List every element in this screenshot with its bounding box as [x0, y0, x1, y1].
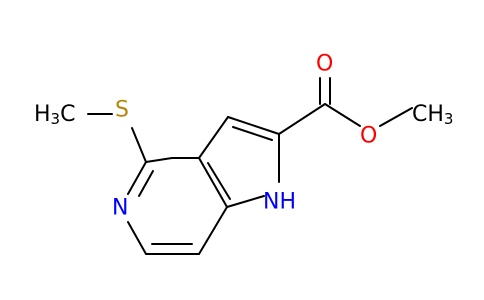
ester-oxygen-label: O [360, 124, 377, 149]
bond-c4-c3a-link [145, 157, 173, 163]
bond-c4-s [131, 127, 147, 163]
pyrrole-nh-label: NH [263, 190, 296, 215]
bonds [87, 77, 413, 255]
pyridine-nitrogen-label: N [112, 196, 128, 221]
bond-ccarbonyl-oester [324, 103, 361, 127]
bond-c6-n5 [127, 221, 147, 255]
bond-c3a-c7a [198, 157, 228, 208]
sulfur-atom-label: S [115, 98, 129, 123]
atom-labels: H3C S N NH O O CH3 [34, 52, 453, 221]
bond-c3a-c3 [198, 116, 229, 159]
bond-c3-c2-inner [232, 126, 273, 141]
bond-c2-ccarbonyl [278, 103, 326, 135]
methyl-label-left: H3C [34, 102, 75, 129]
carbonyl-oxygen-label: O [316, 52, 333, 77]
bond-n5-c4-inner [138, 170, 154, 197]
bond-n5-c4 [127, 161, 147, 195]
bond-oester-methyl [379, 107, 413, 127]
methyl-label-right: CH3 [412, 102, 453, 129]
bond-c7a-c7 [198, 206, 228, 255]
bond-c3a-c7a-inner [207, 162, 231, 200]
bond-c3-c2 [227, 116, 280, 135]
bond-n1-c7a [226, 195, 265, 208]
